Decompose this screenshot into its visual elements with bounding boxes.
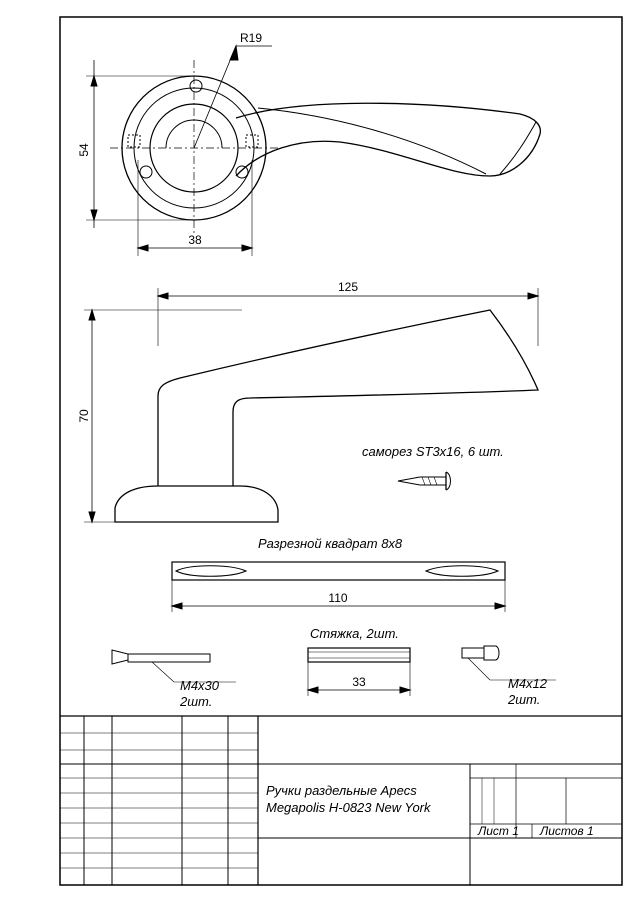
top-view bbox=[86, 44, 542, 256]
sheets-total: Листов 1 bbox=[539, 824, 594, 838]
product-name-line2: Megapolis H-0823 New York bbox=[266, 800, 432, 815]
sheet-frame bbox=[59, 16, 623, 886]
title-block bbox=[60, 715, 622, 885]
tie-length-dim: 33 bbox=[352, 675, 366, 689]
bolt-m4x12-icon bbox=[461, 645, 556, 681]
screw-icon bbox=[397, 471, 451, 491]
side-length-dim: 125 bbox=[338, 280, 358, 294]
spindle-drawing bbox=[170, 561, 507, 612]
spindle-length-dim: 110 bbox=[328, 591, 347, 605]
bolt-m4x30-icon bbox=[111, 649, 236, 683]
lever-body bbox=[235, 102, 542, 177]
radius-label: R19 bbox=[240, 31, 262, 45]
bolt-m4x12-qty: 2шт. bbox=[507, 692, 540, 707]
side-view bbox=[84, 288, 540, 524]
top-height-dim: 54 bbox=[77, 143, 91, 157]
tie-drawing bbox=[306, 647, 412, 696]
bolt-m4x30-size: M4x30 bbox=[180, 678, 220, 693]
bolt-m4x30-qty: 2шт. bbox=[179, 694, 212, 709]
sheet-number: Лист 1 bbox=[477, 824, 519, 838]
side-lever bbox=[157, 309, 539, 486]
side-height-dim: 70 bbox=[77, 409, 91, 423]
tie-label: Стяжка, 2шт. bbox=[310, 626, 399, 641]
base-rosette bbox=[114, 485, 279, 523]
spindle-label: Разрезной квадрат 8x8 bbox=[258, 536, 403, 551]
top-width-dim: 38 bbox=[188, 233, 202, 247]
screw-label: саморез ST3x16, 6 шт. bbox=[362, 444, 504, 459]
product-name-line1: Ручки раздельные Apecs bbox=[266, 783, 417, 798]
bolt-m4x12-size: M4x12 bbox=[508, 676, 548, 691]
